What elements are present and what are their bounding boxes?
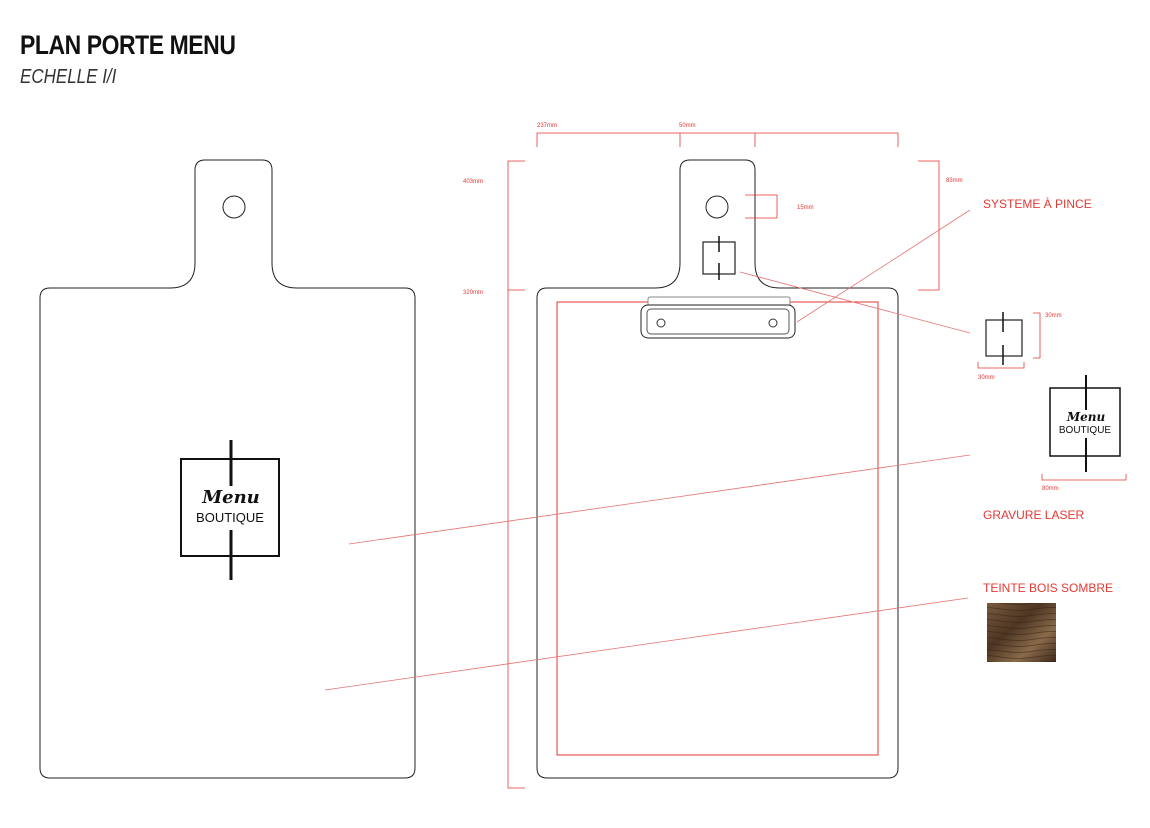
logo-script: Menu [201, 487, 260, 508]
detail-logo-text: BOUTIQUE [1059, 425, 1112, 436]
page-title: PLAN PORTE MENU [20, 30, 236, 60]
board-front: Menu BOUTIQUE [39, 159, 416, 779]
board-back-outline [536, 159, 899, 779]
dim-hole-diameter: 15mm [797, 205, 814, 211]
dim-clip-logo-height: 30mm [1045, 313, 1062, 319]
leader-lines [324, 209, 971, 691]
dim-clip-logo-width: 30mm [978, 375, 995, 381]
dimension-lines [507, 132, 1127, 789]
hang-hole [222, 195, 246, 219]
dim-total-height: 403mm [463, 179, 483, 185]
callout-clip-system: SYSTEME À PINCE [983, 196, 1092, 211]
wood-swatch [987, 603, 1056, 662]
clip [640, 296, 796, 339]
detail-logo-script: Menu [1066, 410, 1106, 424]
engraved-logo: Menu BOUTIQUE [180, 440, 280, 580]
dim-logo-width: 80mm [1042, 486, 1059, 492]
logo-text: BOUTIQUE [196, 510, 264, 525]
dim-handle-width: 50mm [679, 123, 696, 129]
board-back [536, 159, 899, 779]
dim-total-width: 237mm [537, 123, 557, 129]
writing-area [556, 301, 879, 756]
hang-hole [705, 195, 729, 219]
callout-laser-engraving: GRAVURE LASER [983, 508, 1084, 522]
callout-wood-stain: TEINTE BOIS SOMBRE [983, 581, 1113, 595]
board-front-outline [39, 159, 416, 779]
detail-small-logo [985, 312, 1023, 365]
dim-handle-height: 83mm [946, 178, 963, 184]
small-logo [702, 236, 736, 280]
scale-label: ECHELLE I/I [20, 66, 117, 88]
detail-logo: Menu BOUTIQUE [1049, 375, 1121, 472]
dim-body-height: 320mm [463, 290, 483, 296]
